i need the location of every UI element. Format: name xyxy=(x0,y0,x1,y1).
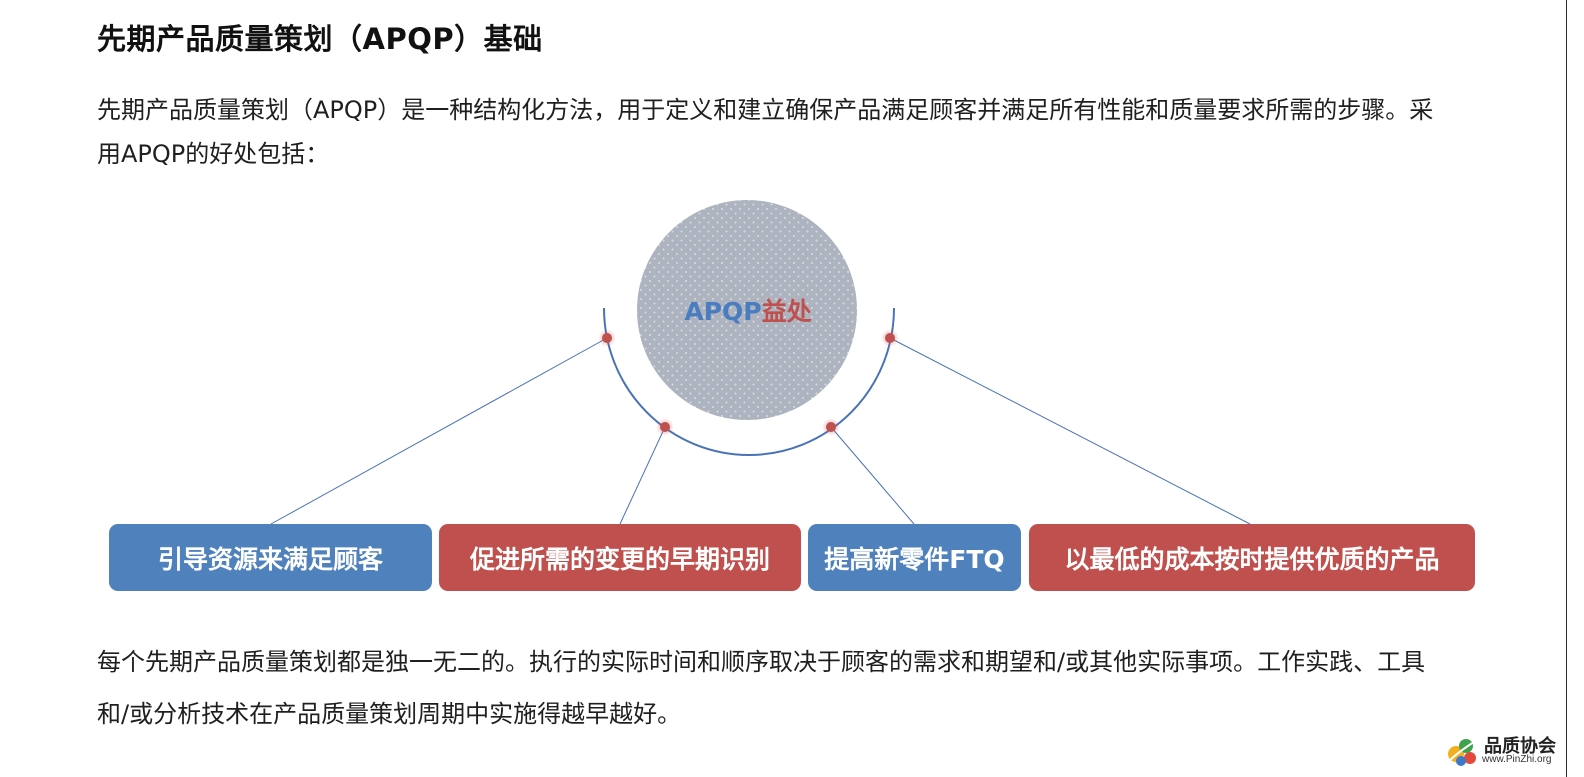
connector-line-1 xyxy=(270,337,608,525)
benefit-box-2: 促进所需的变更的早期识别 xyxy=(439,524,801,591)
intro-paragraph: 先期产品质量策划（APQP）是一种结构化方法，用于定义和建立确保产品满足顾客并满… xyxy=(97,96,1434,168)
center-label: APQP益处 xyxy=(638,292,858,328)
benefit-box-1: 引导资源来满足顾客 xyxy=(109,524,432,591)
logo-name: 品质协会 xyxy=(1484,736,1556,757)
logo-mark-icon xyxy=(1447,739,1478,766)
benefit-box-4: 以最低的成本按时提供优质的产品 xyxy=(1029,524,1475,591)
center-label-apqp: APQP xyxy=(684,297,762,326)
center-circle xyxy=(637,200,857,420)
closing-paragraph: 每个先期产品质量策划都是独一无二的。执行的实际时间和顺序取决于顾客的需求和期望和… xyxy=(97,648,1426,728)
connector-node-3 xyxy=(822,418,840,436)
benefit-box-3: 提高新零件FTQ xyxy=(808,524,1021,591)
connector-node-4 xyxy=(881,329,899,347)
pinzhi-logo: 品质协会 www.PinZhi.org xyxy=(1444,730,1566,774)
page-right-border xyxy=(1566,0,1567,777)
connector-line-4 xyxy=(889,337,1251,525)
arc-connector xyxy=(603,307,895,456)
connector-node-2 xyxy=(656,418,674,436)
connector-node-1 xyxy=(598,329,616,347)
center-label-benefit: 益处 xyxy=(761,297,812,326)
connector-line-3 xyxy=(830,426,915,525)
page-title: 先期产品质量策划（APQP）基础 xyxy=(97,22,543,56)
logo-url: www.PinZhi.org xyxy=(1482,754,1552,765)
connector-line-2 xyxy=(619,426,666,525)
